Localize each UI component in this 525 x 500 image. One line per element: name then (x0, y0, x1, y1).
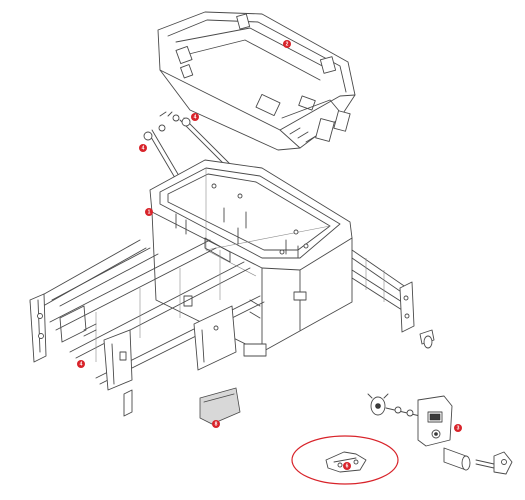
callout-label: 1 (148, 209, 151, 215)
callout-label: 3 (457, 425, 460, 431)
highlight-ellipse (291, 435, 399, 485)
mount-rail-part[interactable] (29, 239, 267, 417)
callout-marker (212, 420, 220, 428)
callout-marker (77, 360, 85, 368)
callout-marker (139, 144, 147, 152)
callout-label: 4 (194, 114, 197, 120)
callout-highlighted-bracket: 6 (343, 462, 351, 470)
callout-marker (283, 40, 291, 48)
callout-label: 8 (215, 421, 218, 427)
callout-mount-rail: 4 (77, 360, 85, 368)
callout-rubber-pad: 8 (212, 420, 220, 428)
callout-marker (145, 208, 153, 216)
right-rail-part[interactable] (351, 249, 435, 349)
callout-label: 4 (80, 361, 83, 367)
callout-marker (343, 462, 351, 470)
callout-marker (454, 424, 462, 432)
lock-assembly-part[interactable] (367, 393, 513, 475)
lid-part[interactable] (157, 11, 356, 151)
callout-lid: 2 (283, 40, 291, 48)
callout-label: 6 (346, 463, 349, 469)
callout-label: 4 (142, 145, 145, 151)
callout-lock-assembly: 3 (454, 424, 462, 432)
highlighted-bracket-part[interactable] (325, 451, 367, 473)
callout-marker (191, 113, 199, 121)
rubber-pad-part[interactable] (199, 387, 241, 425)
case-body-part[interactable] (149, 159, 353, 353)
callout-rod-nut-right: 4 (191, 113, 199, 121)
callout-layer: 2 4 4 1 4 8 3 6 (77, 40, 462, 470)
callout-rod-nut-left: 4 (139, 144, 147, 152)
callout-label: 2 (286, 41, 289, 47)
callout-case-body: 1 (145, 208, 153, 216)
